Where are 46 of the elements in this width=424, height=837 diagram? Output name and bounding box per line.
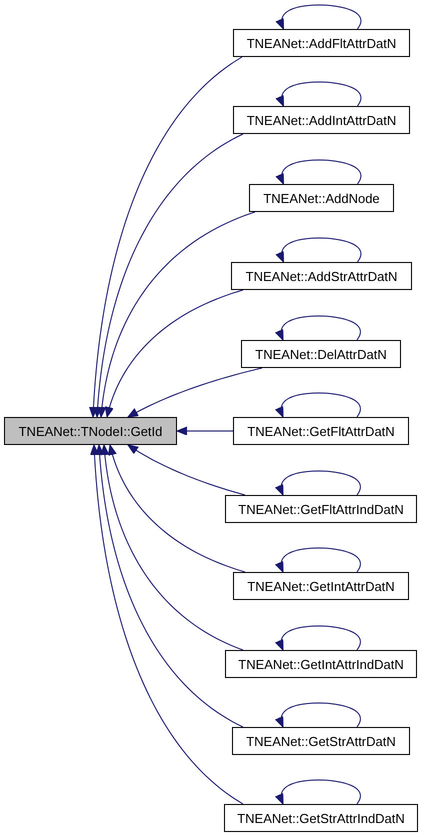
self-call-loop-arrow bbox=[274, 626, 361, 650]
function-box bbox=[225, 495, 417, 523]
function-name: TNEANet::GetIntAttrDatN bbox=[247, 578, 395, 594]
function-box bbox=[233, 572, 409, 600]
function-box bbox=[233, 106, 410, 134]
function-name: TNEANet::GetFltAttrDatN bbox=[247, 424, 395, 438]
self-call-loop-arrow bbox=[275, 238, 362, 262]
self-call-loop-arrow bbox=[275, 160, 362, 184]
function-box bbox=[224, 804, 418, 832]
call-arrow bbox=[89, 56, 242, 418]
function-box bbox=[225, 650, 417, 678]
self-call-loop-arrow bbox=[274, 316, 361, 340]
function-name: TNEANet::AddFltAttrDatN bbox=[246, 36, 396, 50]
function-box bbox=[233, 417, 409, 445]
self-call-loop-arrow bbox=[274, 548, 361, 572]
function-box bbox=[233, 29, 410, 57]
call-arrow bbox=[128, 368, 262, 418]
function-name: TNEANet::AddNode bbox=[263, 190, 380, 206]
self-call-loop-arrow bbox=[274, 392, 361, 418]
function-box bbox=[241, 340, 401, 368]
call-arrow bbox=[93, 134, 244, 418]
call-arrow bbox=[100, 444, 244, 650]
function-name: TNEANet::AddIntAttrDatN bbox=[246, 112, 396, 128]
self-call-loop-arrow bbox=[274, 470, 361, 496]
call-arrow bbox=[95, 444, 244, 728]
function-box bbox=[231, 262, 412, 290]
self-call-loop-arrow bbox=[275, 82, 362, 106]
call-arrow bbox=[108, 444, 246, 572]
self-call-loop-arrow bbox=[274, 702, 361, 728]
self-call-loop-arrow bbox=[274, 780, 361, 804]
call-arrow bbox=[176, 426, 234, 436]
call-arrow bbox=[97, 212, 256, 418]
call-arrow bbox=[104, 290, 244, 418]
call-arrow bbox=[90, 444, 244, 804]
function-name: TNEANet::AddStrAttrDatN bbox=[246, 268, 398, 284]
call-arrow bbox=[128, 444, 246, 496]
function-name: TNEANet::GetStrAttrIndDatN bbox=[237, 810, 405, 826]
function-name: TNEANet::TNodeI::GetId bbox=[18, 424, 162, 438]
function-box bbox=[4, 417, 177, 445]
function-box bbox=[232, 727, 410, 755]
self-call-loop-arrow bbox=[275, 4, 362, 30]
function-name: TNEANet::GetFltAttrIndDatN bbox=[238, 502, 404, 516]
function-name: TNEANet::GetStrAttrDatN bbox=[246, 734, 396, 748]
function-name: TNEANet::GetIntAttrIndDatN bbox=[238, 656, 404, 672]
function-name: TNEANet::DelAttrDatN bbox=[255, 346, 387, 362]
function-box bbox=[249, 184, 394, 212]
